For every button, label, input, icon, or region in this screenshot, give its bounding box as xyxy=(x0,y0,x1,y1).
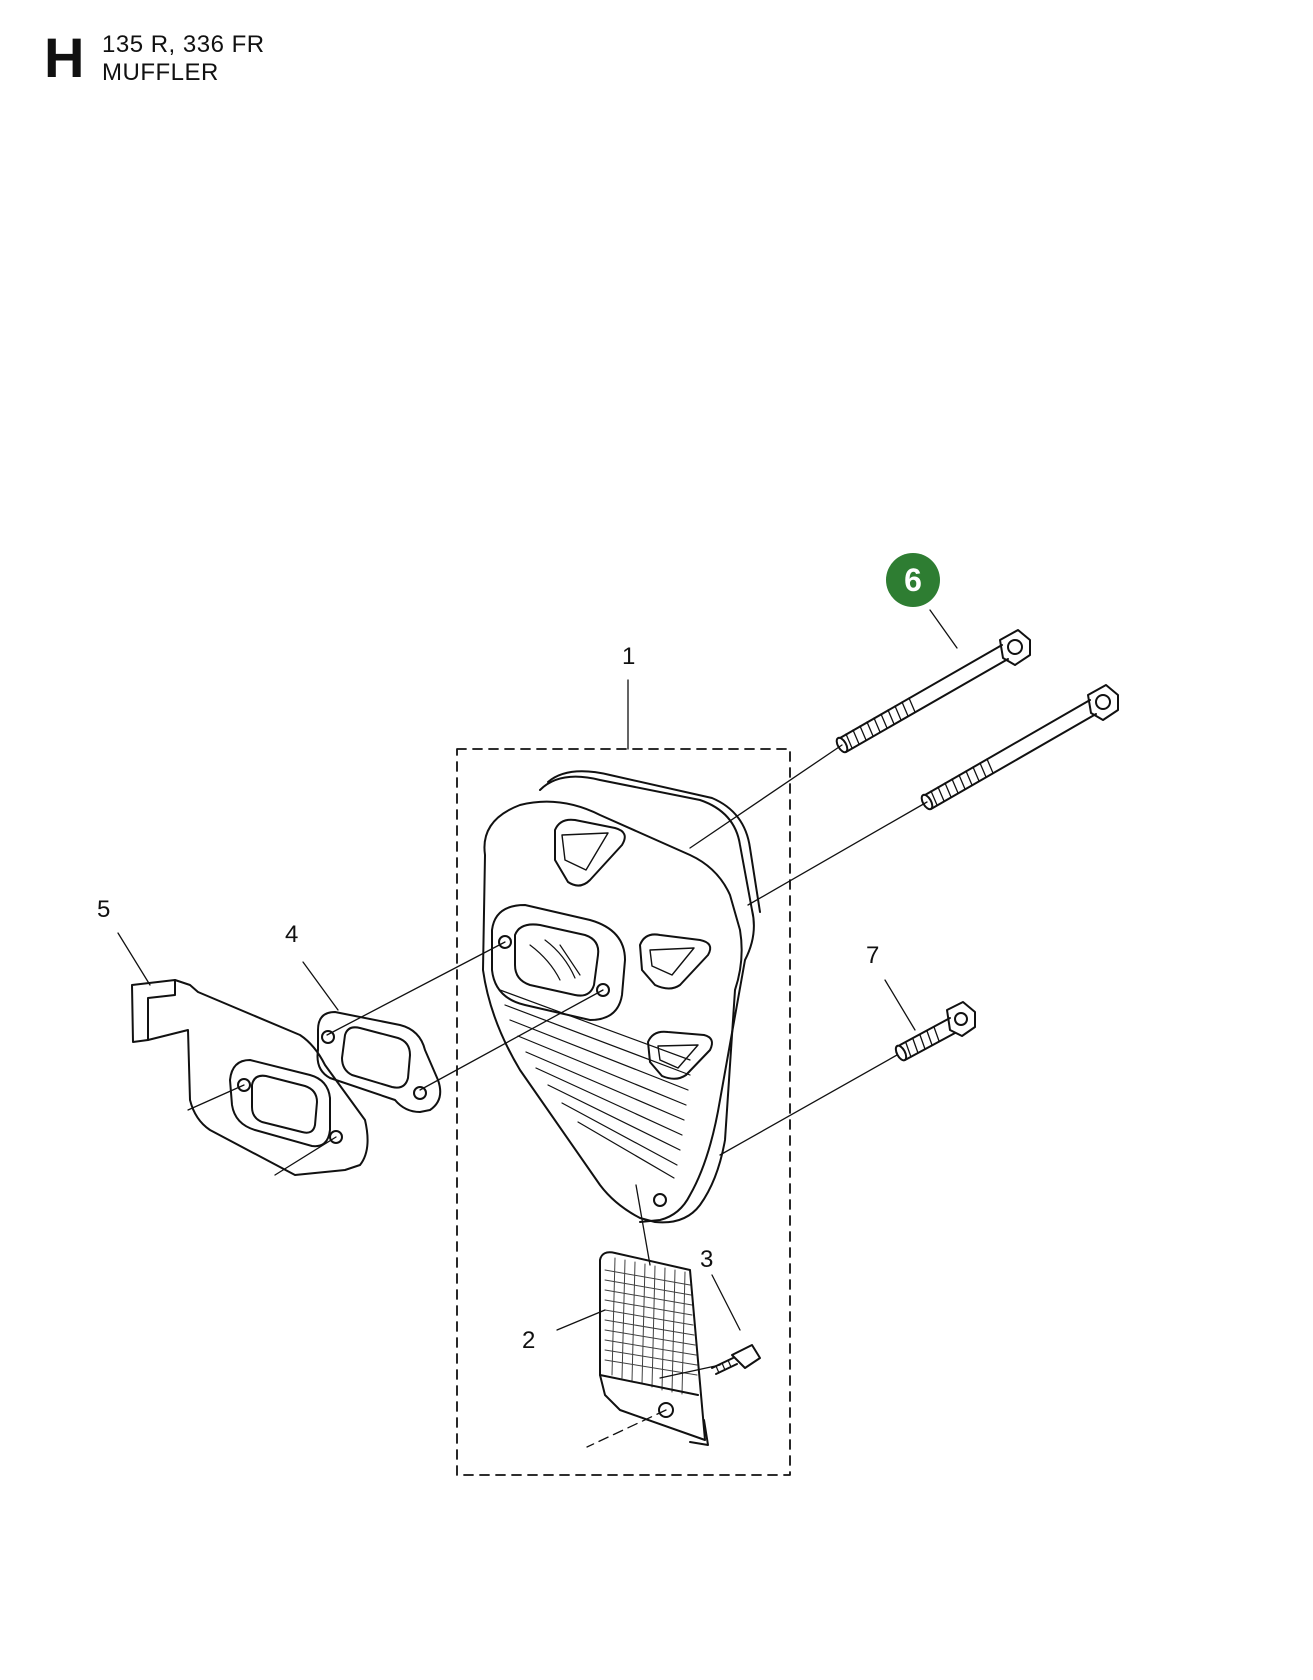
callout-2: 2 xyxy=(522,1327,535,1354)
callout-1: 1 xyxy=(622,643,635,670)
model-list: 135 R, 336 FR xyxy=(102,31,265,58)
spark-arrestor-screen xyxy=(599,1251,709,1446)
callout-6: 6 xyxy=(904,562,922,598)
gasket xyxy=(316,1011,442,1113)
callout-4: 4 xyxy=(285,921,298,948)
section-letter: H xyxy=(44,26,85,89)
long-bolt-upper xyxy=(835,629,1031,754)
page-title: MUFFLER xyxy=(102,59,219,86)
leader-lines xyxy=(117,609,958,1331)
callout-3: 3 xyxy=(700,1246,713,1273)
alignment-lines xyxy=(326,744,928,1448)
muffler-body xyxy=(482,770,761,1224)
assembly-kit-boundary xyxy=(456,748,791,1476)
long-bolt-lower xyxy=(920,684,1119,811)
screw xyxy=(711,1344,761,1375)
short-bolt xyxy=(894,1001,976,1062)
callout-7: 7 xyxy=(866,942,879,969)
heat-shield-bracket xyxy=(131,979,369,1176)
callout-5: 5 xyxy=(97,896,110,923)
callout-6-highlight[interactable]: 6 xyxy=(886,553,940,607)
